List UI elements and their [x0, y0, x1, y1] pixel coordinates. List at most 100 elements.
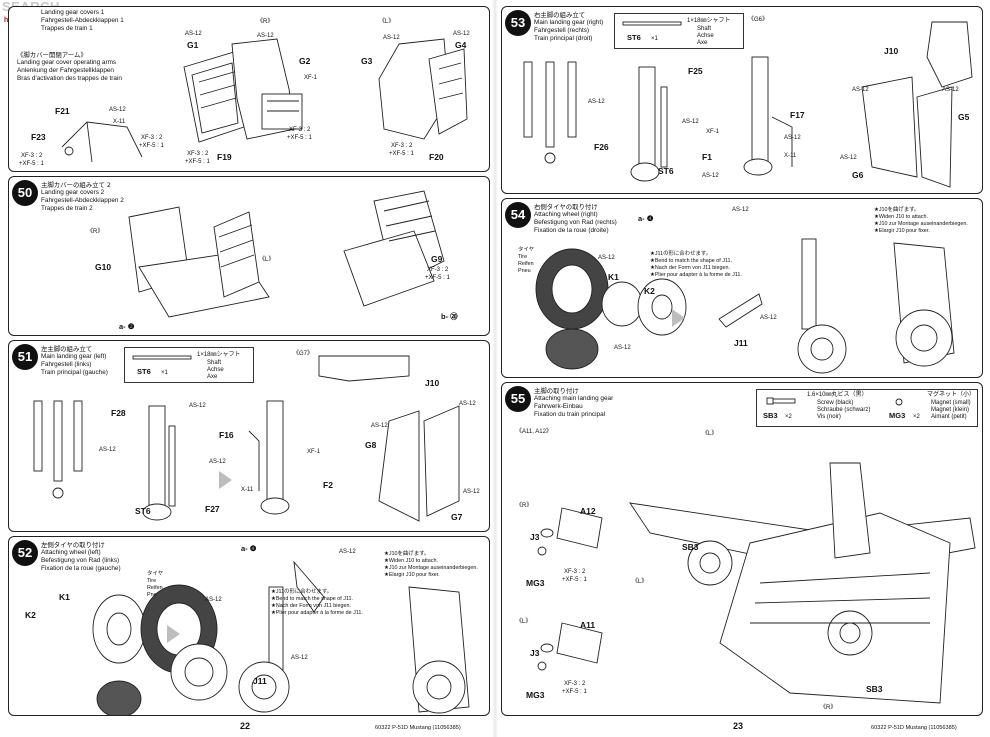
label-g2: G2 [299, 56, 311, 66]
tire-jp: タイヤ [147, 571, 164, 577]
label-xf1: XF-1 [307, 449, 321, 455]
note2-fr: ★Plier pour adapter à la forme de J11. [271, 610, 363, 617]
label-r-a: 《R》 [516, 503, 533, 509]
gear-door-cover-l-drawing [378, 38, 468, 140]
sb3-fr: Vis (noir) [817, 414, 841, 420]
note-de: ★J10 zur Montage auseinanderbiegen. [384, 565, 478, 572]
note-fr: ★Elargir J10 pour fixer. [874, 228, 930, 235]
label-mix-b: XF-3 : 2 [564, 681, 586, 687]
label-j10: J10 [425, 378, 440, 388]
label-j11: J11 [734, 338, 748, 348]
label-as12-d: AS-12 [371, 423, 388, 429]
mg3-qty: ×2 [913, 414, 920, 420]
title-fr: Fixation de la roue (gauche) [41, 565, 121, 572]
label-as12-d: AS-12 [784, 135, 801, 141]
magnet-icon [895, 398, 903, 406]
title-jp: 左側タイヤの取り付け [41, 541, 105, 549]
tire-de: Reifen [147, 585, 163, 592]
label-g3: G3 [361, 56, 373, 66]
notes-j10: ★J10を曲げます。 ★Widen J10 to attach. ★J10 zu… [384, 551, 478, 579]
title-de: Fahrgestell-Abdeckklappen 1 [41, 17, 124, 24]
label-mix2: +XF-5 : 1 [425, 275, 450, 281]
page-number-right: 23 [733, 720, 744, 731]
label-k2: K2 [25, 610, 36, 620]
part-desc-en: Shaft [697, 26, 712, 32]
title-fr: Fixation de la roue (droite) [534, 227, 609, 234]
label-as12-b: AS-12 [598, 255, 615, 261]
label-as12-d: AS-12 [383, 35, 400, 41]
title-de: Fahrgestell-Abdeckklappen 2 [41, 197, 124, 204]
label-sb3-b: SB3 [866, 684, 883, 694]
label-as12-b: AS-12 [205, 597, 222, 603]
label-g8: G8 [365, 440, 377, 450]
label-as12-b: AS-12 [99, 447, 116, 453]
left-gear-with-wheel-drawing [238, 586, 290, 713]
title-jp: 主脚カバーの組み立て 2 [41, 181, 112, 189]
title-fr: Fixation du train principal [534, 411, 606, 418]
label-a2: a- ❷ [119, 322, 135, 331]
sb3-name: SB3 [763, 411, 778, 420]
label-g6box: 《G6》 [748, 17, 769, 23]
wheel-assembled-left-drawing [170, 643, 228, 701]
sb3-en: Screw (black) [817, 400, 854, 406]
title-fr: Train principal (gauche) [41, 369, 108, 376]
label-st6: ST6 [658, 166, 674, 176]
title-en: Landing gear covers 1 [41, 9, 105, 16]
step-51-titles: 左主脚の組み立て Main landing gear (left) Fahrge… [41, 345, 108, 377]
label-k1: K1 [608, 272, 619, 282]
title-de: Befestigung von Rad (rechts) [534, 219, 617, 226]
label-as12-a: AS-12 [588, 99, 605, 105]
title-en: Main landing gear (left) [41, 353, 107, 360]
title-fr: Trappes de train 1 [41, 25, 93, 32]
label-l-b: 《L》 [702, 431, 718, 437]
operating-arm-drawing [61, 121, 143, 163]
screw-icon [766, 397, 796, 405]
label-mix: XF-3 : 2 [427, 267, 449, 273]
label-f17: F17 [790, 110, 805, 120]
screw-magnet-part-box: SB3 ×2 1.6×10㎜丸ビス（黒） Screw (black) Schra… [756, 389, 978, 427]
label-a11: A11 [580, 620, 596, 630]
label-mg3-a: MG3 [526, 578, 545, 588]
label-f2: F2 [323, 480, 333, 490]
label-mix-c: XF-3 : 2 [391, 143, 413, 149]
label-f26: F26 [594, 142, 609, 152]
part-desc-fr: Axe [207, 374, 218, 380]
mg3-en: Magnet (small) [931, 400, 971, 406]
label-xf1: XF-1 [304, 75, 318, 81]
label-l-c: 《L》 [632, 579, 648, 585]
title-jp: 主脚の取り付け [534, 387, 579, 395]
label-l: 《L》 [259, 257, 275, 263]
label-g9: G9 [431, 254, 443, 264]
step-52-titles: 左側タイヤの取り付け Attaching wheel (left) Befest… [41, 541, 121, 573]
title-en: Attaching main landing gear [534, 395, 614, 402]
label-f25: F25 [688, 66, 703, 76]
left-gear-assembled-drawing [248, 400, 290, 515]
label-mix-d: XF-3 : 2 [141, 135, 163, 141]
a11-magnet-drawing [537, 622, 603, 671]
label-x11: X-11 [241, 487, 254, 493]
label-as12-c: AS-12 [291, 655, 308, 661]
gear-door-left-drawing [183, 51, 245, 143]
part-desc-fr: Axe [697, 40, 708, 46]
right-gear-final-drawing [893, 242, 955, 367]
flow-arrow [219, 471, 232, 489]
step-50-number: 50 [12, 180, 38, 206]
label-f16: F16 [219, 430, 234, 440]
notes-j10: ★J10を曲げます。 ★Widen J10 to attach. ★J10 zu… [874, 207, 968, 235]
title-fr: Train principal (droit) [534, 35, 593, 42]
step-55-titles: 主脚の取り付け Attaching main landing gear Fahr… [534, 387, 613, 419]
subtitle-en: Landing gear cover operating arms [17, 59, 117, 66]
label-g7: G7 [451, 512, 463, 522]
mg3-desc: マグネット（小） [927, 392, 976, 398]
label-f28: F28 [111, 408, 126, 418]
label-as12-b: AS-12 [682, 119, 699, 125]
title-de: Befestigung von Rad (links) [41, 557, 120, 564]
label-mix2-b: +XF-5 : 1 [562, 689, 587, 695]
label-l-a: 《L》 [516, 619, 532, 625]
label-l: 《L》 [379, 19, 395, 25]
label-g4: G4 [455, 40, 467, 50]
label-as12-c: AS-12 [614, 345, 631, 351]
label-b20: b- ⑳ [441, 312, 458, 321]
part-name: ST6 [137, 367, 151, 376]
mg3-name: MG3 [889, 411, 906, 420]
